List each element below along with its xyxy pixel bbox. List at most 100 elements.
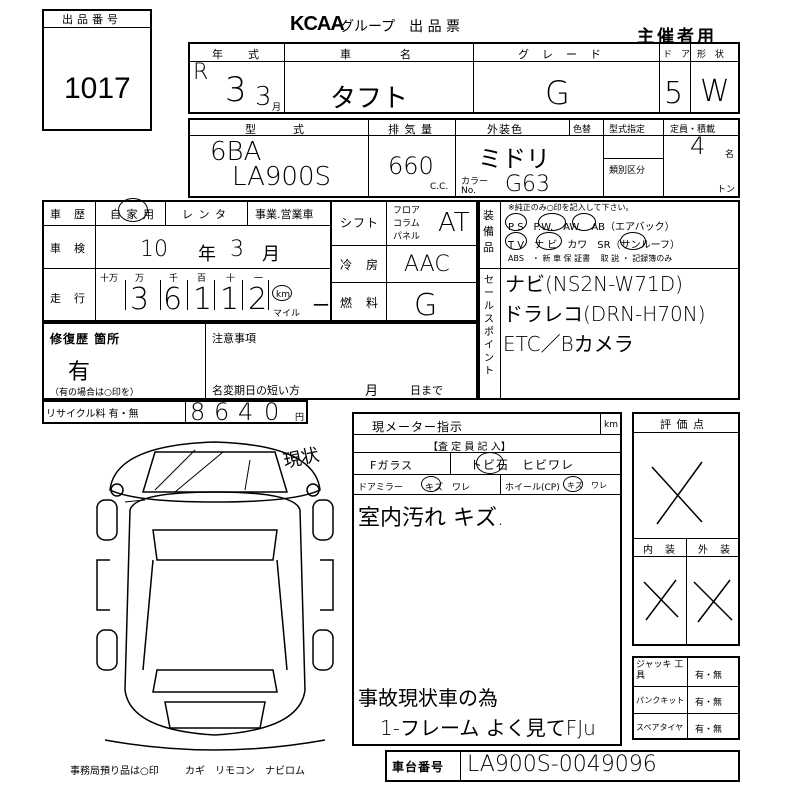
row2-box <box>188 118 740 198</box>
inspection-year: 10 <box>140 237 168 262</box>
name-change-day: 日まで <box>410 384 443 397</box>
year-label: 年 式 <box>212 48 260 61</box>
type-designation-label: 型式指定 <box>609 125 646 135</box>
digit-10k: 万 <box>135 274 145 284</box>
shift-floor: フロア <box>393 206 421 216</box>
inspector-comment-2: 事故現状車の為 <box>358 686 498 710</box>
digit-1: 一 <box>254 274 264 284</box>
ac-label: 冷 房 <box>340 258 380 272</box>
shift-box <box>330 200 478 322</box>
glass-label: Fガラス <box>370 459 414 472</box>
meter-km: km <box>604 420 618 430</box>
car-name-label: 車 名 <box>340 48 412 61</box>
shift-panel: パネル <box>393 232 421 242</box>
repair-box <box>42 322 478 400</box>
history-rental: レ ン タ <box>182 208 227 221</box>
month-value: 3 <box>255 82 272 112</box>
mileage-digit-5: 2 <box>248 282 268 317</box>
puncture-option: 有・無 <box>695 698 723 708</box>
lot-number: 1017 <box>64 72 131 105</box>
recycle-digit-4: 0 <box>264 398 280 426</box>
selling-point-1: ナビ(NS2N-W71D) <box>505 272 683 296</box>
sheet-title: グループ 出 品 票 <box>340 19 461 35</box>
color-change-label: 色替 <box>573 125 592 135</box>
inspector-comment-1: 室内汚れ キズ. <box>358 506 504 531</box>
capacity-label: 定員・積載 <box>670 125 716 135</box>
equipment-line3: ABS ・ 新 車 保 証書 取 説 ・ 記録簿のみ <box>508 254 673 263</box>
equipment-box <box>478 200 740 400</box>
repair-note: （有の場合は○印を） <box>50 388 139 398</box>
selling-point-3: ETC／Bカメラ <box>503 332 634 356</box>
wheel-label: ホイール(CP) <box>505 483 560 493</box>
selling-point-2: ドラレコ(DRN-H70N) <box>503 302 706 326</box>
row1-box <box>188 42 740 114</box>
name-change-label: 名変期日の短い方 <box>212 384 300 397</box>
puncture-label: パンクキット <box>636 696 685 705</box>
recycle-digit-1: 8 <box>190 398 206 426</box>
shift-column: コラム <box>393 219 420 229</box>
digit-100k: 十万 <box>100 274 119 284</box>
model-code-2: LA900S <box>232 162 331 192</box>
mileage-digit-1: 3 <box>130 282 150 317</box>
car-diagram <box>96 441 334 751</box>
history-label: 車 歴 <box>50 208 86 221</box>
mileage-digit-4: 1 <box>220 282 240 317</box>
recycle-label: リサイクル料 有・無 <box>46 409 139 420</box>
wheel-options: キズ ワレ <box>567 481 607 490</box>
office-items: カギ リモコン ナビロム <box>185 766 305 777</box>
shape-label: 形 状 <box>697 50 725 60</box>
displacement-label: 排 気 量 <box>388 123 433 136</box>
name-change-month: 月 <box>365 384 380 399</box>
ac-value: AAC <box>404 252 450 277</box>
model-code-1: 6BA <box>210 137 262 167</box>
mileage-digit-2: 6 <box>163 282 183 317</box>
fuel-label: 燃 料 <box>340 296 380 310</box>
category-label: 類別区分 <box>609 166 646 176</box>
color-value: ミドリ <box>478 145 550 173</box>
recycle-digit-2: 6 <box>214 398 230 426</box>
equipment-line2: T V ナ ビ カワ SR（サンルーフ） <box>508 240 681 251</box>
history-commercial: 事業.営業車 <box>255 208 314 221</box>
selling-points-label: セールスポイント <box>484 275 494 377</box>
color-no-label: カラー No. <box>461 177 489 196</box>
mirror-options: キズ ワレ <box>425 483 471 493</box>
chassis-label: 車台番号 <box>392 760 445 774</box>
grade-label: グ レ ー ド <box>518 48 602 61</box>
repair-label: 修復歴 箇所 <box>50 332 121 346</box>
color-no-value: G63 <box>505 172 551 197</box>
displacement-value: 660 <box>388 152 434 180</box>
cc-unit: C.C. <box>430 182 449 192</box>
brand-logo: KCAA <box>290 13 345 35</box>
equipment-legend: ※純正のみ○印を記入して下さい。 <box>508 203 634 212</box>
digit-1k: 千 <box>169 274 179 284</box>
capacity-value: 4 <box>690 132 706 160</box>
year-value: 3 <box>225 70 247 110</box>
era-value: R <box>193 60 209 85</box>
spare-option: 有・無 <box>695 725 723 735</box>
inspection-year-unit: 年 <box>198 244 217 265</box>
interior-label: 内 装 <box>643 545 676 556</box>
inspector-label: 【査 定 員 記 入】 <box>428 442 511 453</box>
recycle-digit-3: 4 <box>238 398 254 426</box>
digit-100: 百 <box>197 274 207 284</box>
jack-label: ジャッキ 工 具 <box>636 660 692 681</box>
capacity-unit: 名 <box>725 150 735 160</box>
color-label: 外装色 <box>487 123 523 136</box>
digit-10: 十 <box>226 274 236 284</box>
recycle-box <box>42 400 308 424</box>
rating-label: 評 価 点 <box>660 418 705 431</box>
shape-value: W <box>700 74 730 109</box>
grade-value: G <box>545 74 570 112</box>
mile-option: マイル <box>273 309 301 319</box>
inspection-month-unit: 月 <box>262 244 281 265</box>
car-name-value: タフト <box>330 84 409 114</box>
jack-option: 有・無 <box>695 671 723 681</box>
doors-value: 5 <box>664 76 684 111</box>
fuel-value: G <box>414 288 438 323</box>
spare-label: スペアタイヤ <box>636 723 684 732</box>
chassis-value: LA900S-0049096 <box>467 752 657 777</box>
equipment-label: 装備品 <box>483 209 495 254</box>
notes-label: 注意事項 <box>212 332 256 345</box>
mileage-label: 走 行 <box>50 292 86 305</box>
